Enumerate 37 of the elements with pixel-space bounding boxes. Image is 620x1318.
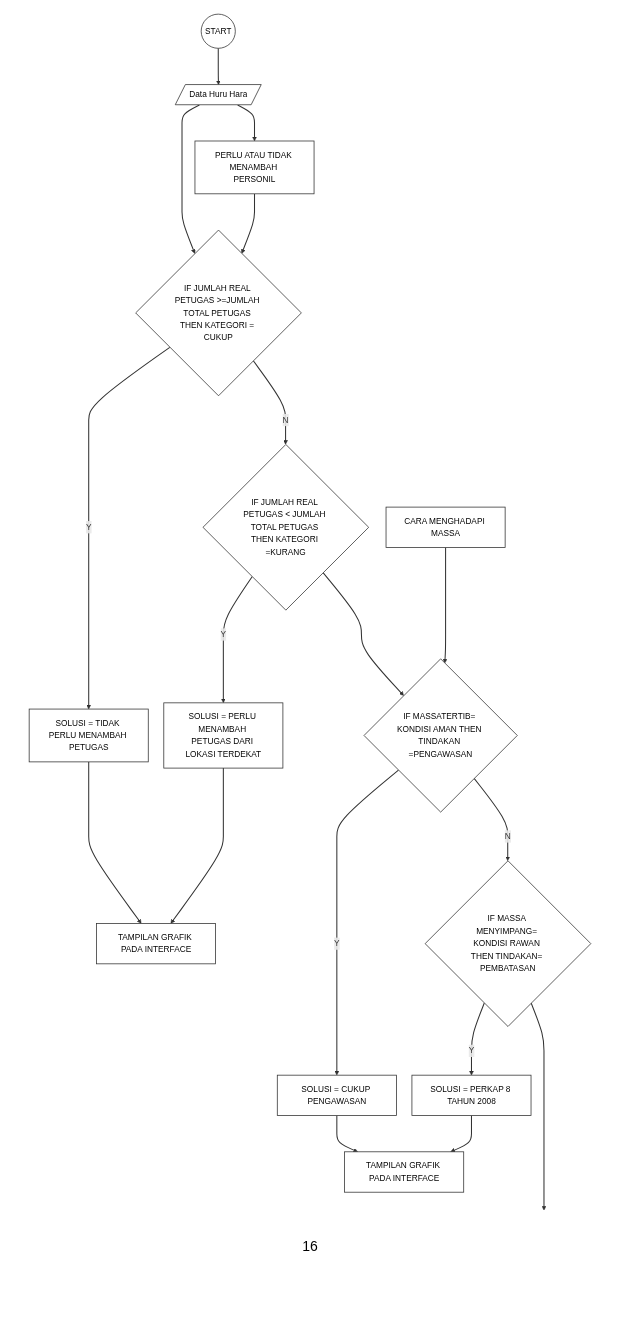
arrow [252, 360, 288, 445]
arrow [237, 104, 257, 142]
node-diamond: IF MASSATERTIB= KONDISI AMAN THEN TINDAKAN =PENGAWASAN [363, 658, 518, 813]
arrow [530, 1002, 547, 1211]
edge-label: Y [220, 629, 227, 639]
arrow [241, 193, 256, 254]
arrow [469, 1002, 485, 1076]
node-diamond: IF MASSA MENYIMPANG= KONDISI RAWAN THEN TINDAKAN= PEMBATASAN [424, 860, 592, 1027]
node-box: SOLUSI = PERLU MENAMBAH PETUGAS DARI LOKASI TERDEKAT [163, 702, 284, 769]
arrow [170, 767, 224, 924]
arrow [334, 769, 399, 1076]
arrow [336, 1115, 358, 1153]
node-box: TAMPILAN GRAFIK PADA INTERFACE [96, 923, 216, 965]
node-box: SOLUSI = PERKAP 8 TAHUN 2008 [411, 1074, 532, 1116]
arrow [221, 576, 253, 704]
edge-label: N [282, 415, 289, 425]
node-box: SOLUSI = CUKUP PENGAWASAN [276, 1074, 397, 1116]
arrow [181, 104, 200, 254]
arrow [322, 572, 404, 696]
edge-label: Y [334, 938, 340, 948]
arrow [450, 1115, 472, 1153]
edge-label: Y [85, 522, 92, 532]
node-diamond: IF JUMLAH REAL PETUGAS < JUMLAH TOTAL PETUGAS THEN KATEGORI =KURANG [202, 444, 370, 611]
node-diamond: IF JUMLAH REAL PETUGAS >=JUMLAH TOTAL PETUGAS THEN KATEGORI = CUKUP [135, 229, 302, 397]
arrow [88, 761, 142, 924]
edge-label: N [504, 831, 511, 841]
node-box: SOLUSI = TIDAK PERLU MENAMBAH PETUGAS [28, 708, 149, 763]
node-box: CARA MENGHADAPI MASSA [385, 506, 506, 548]
node-box: PERLU ATAU TIDAK MENAMBAH PERSONIL [194, 140, 315, 195]
edge-label: Y [468, 1046, 475, 1055]
node-box: TAMPILAN GRAFIK PADA INTERFACE [344, 1151, 465, 1193]
node-circle: START [200, 13, 236, 49]
arrow [442, 547, 448, 664]
page-number: 16 [301, 1238, 319, 1254]
arrow [473, 777, 510, 861]
arrow [86, 346, 171, 710]
arrow [216, 47, 221, 85]
